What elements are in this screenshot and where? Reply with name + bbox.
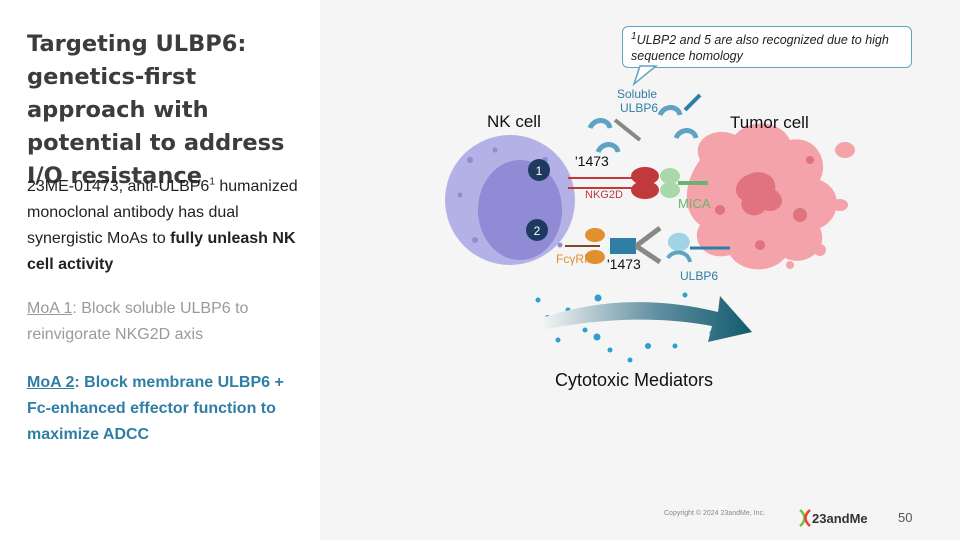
- fcr-receptor: [585, 228, 605, 242]
- step-2-label: 2: [534, 224, 541, 238]
- soluble-ulbp6-complexes: [587, 93, 702, 154]
- antibody-name: 23ME-01473, anti-ULBP6: [27, 178, 210, 195]
- slide-title: Targeting ULBP6: genetics-first approach…: [27, 31, 285, 189]
- nk-cell-label: NK cell: [487, 112, 541, 131]
- antibody-label-bottom: '1473: [607, 256, 641, 272]
- fcr-label: FcγRIIIa: [556, 252, 601, 266]
- mechanism-diagram: 1 2 Soluble ULBP6 NK cell Tumor cell '14…: [445, 65, 855, 390]
- step-1-label: 1: [536, 164, 543, 178]
- moa1-label: MoA 1: [27, 300, 73, 317]
- callout-tail: [632, 65, 659, 87]
- tumor-cell-shape: [686, 123, 855, 270]
- antibody-description-emphasis: fully unleash NK cell activity: [27, 230, 296, 273]
- logo-text: 23andMe: [812, 511, 868, 526]
- antibody-description: 23ME-01473, anti-ULBP61 humanized monocl…: [27, 174, 312, 278]
- antibody-label-top: '1473: [575, 153, 609, 169]
- ulbp6-membrane: [668, 232, 690, 252]
- logo-icon: [799, 509, 811, 527]
- page-number: 50: [898, 510, 913, 525]
- soluble-ulbp6-label: ULBP6: [620, 101, 658, 115]
- ulbp6-label: ULBP6: [680, 269, 718, 283]
- moa2-text: MoA 2: Block membrane ULBP6 + Fc-enhance…: [27, 370, 312, 448]
- diagram-panel: [320, 0, 960, 540]
- tumor-cell-label: Tumor cell: [730, 113, 809, 132]
- soluble-label: Soluble: [617, 87, 657, 101]
- footnote-marker: 1: [209, 176, 215, 188]
- bound-antibody: [610, 238, 636, 254]
- mediators-label: Cytotoxic Mediators: [555, 370, 713, 390]
- mediator-arrow: [542, 296, 752, 342]
- antibody-description-text: humanized monoclonal antibody has dual s…: [27, 178, 298, 247]
- nkg2d-receptor: [631, 167, 659, 185]
- mica-ligand: [660, 168, 680, 184]
- moa1-text: MoA 1: Block soluble ULBP6 to reinvigora…: [27, 296, 312, 348]
- callout-marker: 1: [631, 30, 637, 42]
- nk-cell-shape: [445, 135, 575, 265]
- step-1-marker: [528, 159, 550, 181]
- copyright: Copyright © 2024 23andMe, Inc.: [664, 510, 765, 517]
- moa1-description: : Block soluble ULBP6 to reinvigorate NK…: [27, 300, 249, 343]
- text-panel: [0, 0, 320, 540]
- step-2-marker: [526, 219, 548, 241]
- mica-label: MICA: [678, 196, 711, 211]
- moa2-description: : Block membrane ULBP6 + Fc-enhanced eff…: [27, 374, 284, 443]
- footnote-callout: 1ULBP2 and 5 are also recognized due to …: [622, 26, 912, 68]
- callout-text: ULBP2 and 5 are also recognized due to h…: [631, 33, 889, 63]
- nkg2d-label: NKG2D: [585, 189, 623, 201]
- moa2-label: MoA 2: [27, 374, 75, 391]
